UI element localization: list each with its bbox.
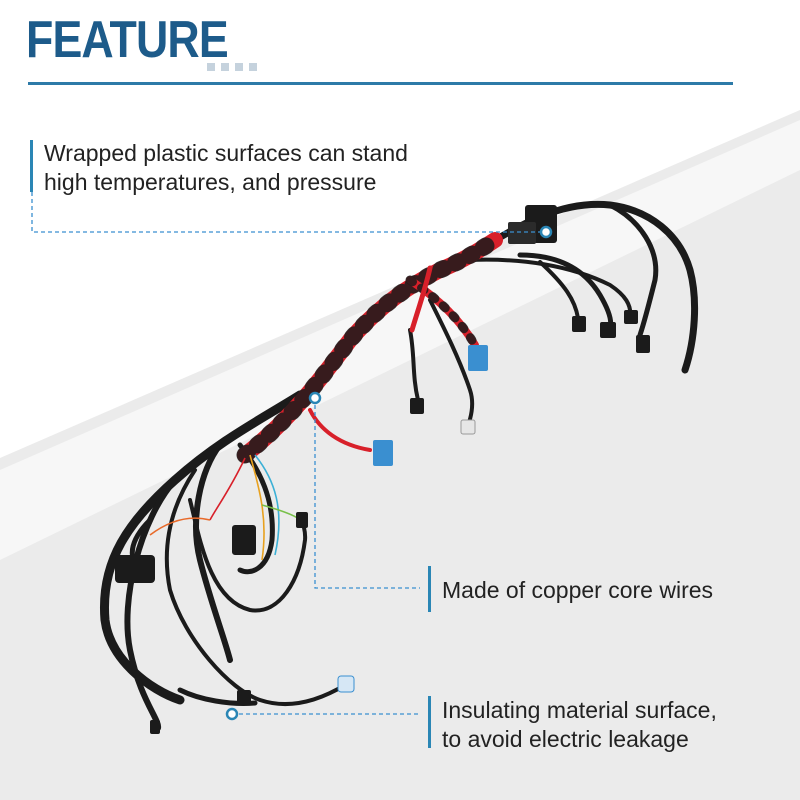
callout-plastic-surface: Wrapped plastic surfaces can stand high … bbox=[44, 139, 408, 197]
title-dots bbox=[207, 58, 267, 71]
callout-bar-insulating bbox=[428, 696, 431, 748]
callout-bar-plastic bbox=[30, 140, 33, 192]
callout-copper-line-1: Made of copper core wires bbox=[442, 577, 714, 603]
title-divider bbox=[28, 82, 733, 85]
red-sleeved-wires bbox=[236, 231, 504, 464]
callout-insulating-line-1: Insulating material surface, bbox=[442, 697, 717, 723]
callout-bar-copper bbox=[428, 566, 431, 612]
callout-insulating-line-2: to avoid electric leakage bbox=[442, 726, 689, 752]
callout-insulating-material: Insulating material surface, to avoid el… bbox=[442, 696, 717, 754]
callout-leaders bbox=[31, 178, 546, 715]
callout-copper-core: Made of copper core wires bbox=[442, 576, 713, 605]
black-wire-bundles bbox=[99, 200, 699, 731]
callout-target-dots bbox=[225, 225, 553, 721]
callout-plastic-line-1: Wrapped plastic surfaces can stand bbox=[44, 140, 408, 166]
colored-pigtail-wires bbox=[149, 454, 301, 561]
connectors bbox=[115, 205, 650, 734]
callout-plastic-line-2: high temperatures, and pressure bbox=[44, 169, 377, 195]
page-title: FEATURE bbox=[26, 11, 229, 69]
